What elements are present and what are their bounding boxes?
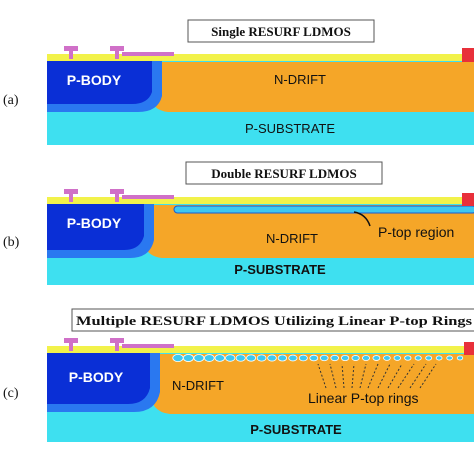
p-top-ring: [235, 354, 246, 362]
gate-plate: [122, 52, 174, 56]
source-contact: [64, 189, 78, 202]
p-top-ring: [193, 354, 205, 362]
n-drift-region: [150, 354, 474, 414]
p-top-ring: [214, 354, 226, 362]
p-top-ring-pointer: [341, 363, 345, 389]
panel-c: Multiple RESURF LDMOS Utilizing Linear P…: [3, 308, 474, 442]
panel-a: Single RESURF LDMOS (a) P-BODY N-DRIFT P…: [3, 19, 474, 145]
p-top-ring-pointer: [409, 363, 427, 389]
substrate-label: P-SUBSTRATE: [234, 262, 326, 277]
p-top-region: [173, 205, 474, 214]
p-top-ring-pointer: [397, 363, 415, 389]
substrate-label: P-SUBSTRATE: [250, 422, 342, 437]
n-drift-label: N-DRIFT: [172, 378, 224, 393]
drain-contact: [464, 342, 474, 355]
p-body-label: P-BODY: [67, 215, 122, 231]
n-drift-label: N-DRIFT: [274, 72, 326, 87]
p-top-ring: [330, 354, 339, 362]
title-box: [185, 161, 383, 185]
p-body-label: P-BODY: [67, 72, 122, 88]
p-body-label: P-BODY: [69, 369, 124, 385]
p-top-ring: [298, 354, 308, 362]
n-drift-region: [150, 62, 474, 112]
p-top-ring-pointer: [359, 363, 367, 389]
p-top-ring: [225, 354, 236, 362]
p-top-ring: [435, 355, 443, 361]
p-top-ring-pointer: [387, 363, 403, 389]
title-box: [71, 308, 474, 332]
n-drift-region: [143, 205, 474, 258]
substrate-label: P-SUBSTRATE: [245, 121, 335, 136]
p-top-ring: [172, 353, 184, 362]
p-top-ring: [383, 355, 391, 361]
p-top-ring-pointer: [351, 363, 355, 389]
p-top-ring: [246, 354, 257, 362]
p-top-ring-pointers: [317, 363, 437, 389]
panel-title: Single RESURF LDMOS: [211, 24, 351, 39]
p-top-ring-pointer: [329, 363, 337, 389]
p-top-ring-pointer: [419, 363, 437, 389]
p-top-ring: [393, 355, 402, 361]
source-contact: [64, 338, 78, 351]
p-top-ring: [267, 354, 277, 362]
p-top-ring: [351, 355, 360, 361]
p-body-region: [47, 352, 150, 404]
panel-label: (a): [3, 93, 19, 108]
gate-plate: [122, 344, 174, 348]
p-top-rings-annotation: Linear P-top rings: [308, 390, 419, 406]
p-top-ring: [456, 355, 464, 361]
panel-label: (b): [3, 235, 20, 250]
p-top-ring: [288, 354, 298, 362]
p-top-ring: [256, 354, 267, 362]
source-contact: [64, 46, 78, 59]
p-top-ring: [414, 355, 422, 361]
gate-contact: [110, 46, 124, 59]
p-top-annotation: P-top region: [378, 224, 454, 240]
gate-contact: [110, 338, 124, 351]
oxide-layer: [47, 54, 474, 61]
panel-title: Multiple RESURF LDMOS Utilizing Linear P…: [76, 313, 472, 328]
oxide-layer: [47, 346, 474, 353]
p-top-ring: [203, 354, 215, 362]
p-top-ring: [425, 355, 433, 361]
p-top-ring: [446, 355, 453, 361]
p-top-ring: [362, 355, 370, 361]
p-top-ring-pointer: [377, 363, 391, 389]
p-top-ring-pointer: [317, 363, 327, 389]
panel-b: Double RESURF LDMOS (b) P-BODY N-DRIFT P…: [3, 161, 474, 285]
panel-title: Double RESURF LDMOS: [211, 166, 356, 181]
gate-contact: [110, 189, 124, 202]
panel-label: (c): [3, 386, 19, 401]
gate-plate: [122, 195, 174, 199]
drain-contact: [462, 48, 474, 62]
p-body-region: [47, 60, 152, 104]
linear-p-top-rings: [172, 353, 464, 362]
p-body-region: [47, 203, 144, 250]
p-top-ring: [319, 354, 329, 362]
drain-contact: [462, 193, 474, 206]
n-drift-label: N-DRIFT: [266, 231, 318, 246]
oxide-layer: [47, 197, 474, 204]
p-top-ring: [372, 355, 381, 361]
p-top-ring: [340, 354, 350, 362]
title-box: [187, 19, 375, 43]
p-top-ring-pointer: [367, 363, 379, 389]
p-top-ring: [309, 354, 319, 362]
p-top-ring: [182, 354, 194, 362]
p-top-ring: [277, 354, 288, 362]
p-top-ring: [404, 355, 412, 361]
p-top-pointer: [353, 211, 371, 227]
